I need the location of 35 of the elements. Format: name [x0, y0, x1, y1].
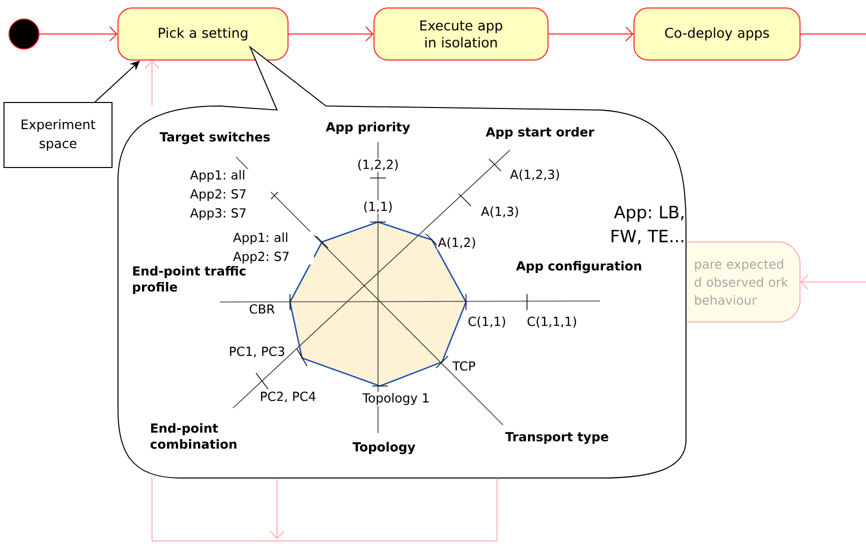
tick-label: C(1,1): [466, 315, 508, 329]
axis-title: App configuration: [516, 260, 642, 274]
arrow: [144, 60, 160, 542]
arrow: [39, 26, 118, 42]
axis-title: App start order: [486, 126, 594, 140]
tick-label: CBR: [248, 303, 276, 315]
tick-label: App1: all App2: S7: [232, 231, 314, 265]
arrow: [548, 26, 634, 42]
axis-title: App priority: [326, 122, 410, 134]
state-box: Pick a setting: [118, 8, 288, 60]
tick-label: Topology 1: [361, 392, 431, 406]
tick-label: C(1,1,1): [526, 315, 578, 329]
tick-label: A(1,3): [480, 205, 520, 219]
state-box: pare expected d observed ork behaviour: [686, 242, 800, 322]
note-box: Experiment space: [4, 102, 112, 168]
axis-title: End-point combination: [150, 423, 236, 449]
arrow: [94, 60, 140, 102]
arrow: [288, 26, 374, 42]
axis-title: Topology: [352, 442, 416, 454]
axis-title: Transport type: [505, 432, 608, 444]
axis-title: Target switches: [160, 132, 270, 144]
state-box: Execute app in isolation: [374, 8, 548, 60]
arrow: [270, 478, 284, 539]
axis-title: End-point traffic profile: [133, 266, 246, 294]
tick-label: App1: all App2: S7 App3: S7: [189, 168, 271, 222]
state-box: Co-deploy apps: [634, 8, 800, 60]
start-circle: [8, 18, 40, 50]
tick-label: PC2, PC4: [258, 390, 318, 404]
tick-label: PC1, PC3: [228, 346, 286, 358]
tick-label: A(1,2,3): [508, 168, 562, 182]
arrow: [800, 274, 866, 290]
tick-label: (1,1): [362, 200, 394, 214]
note-text: App: LB, FW, TE...: [612, 206, 684, 244]
tick-label: (1,2,2): [356, 158, 400, 172]
tick-label: A(1,2): [436, 236, 478, 250]
